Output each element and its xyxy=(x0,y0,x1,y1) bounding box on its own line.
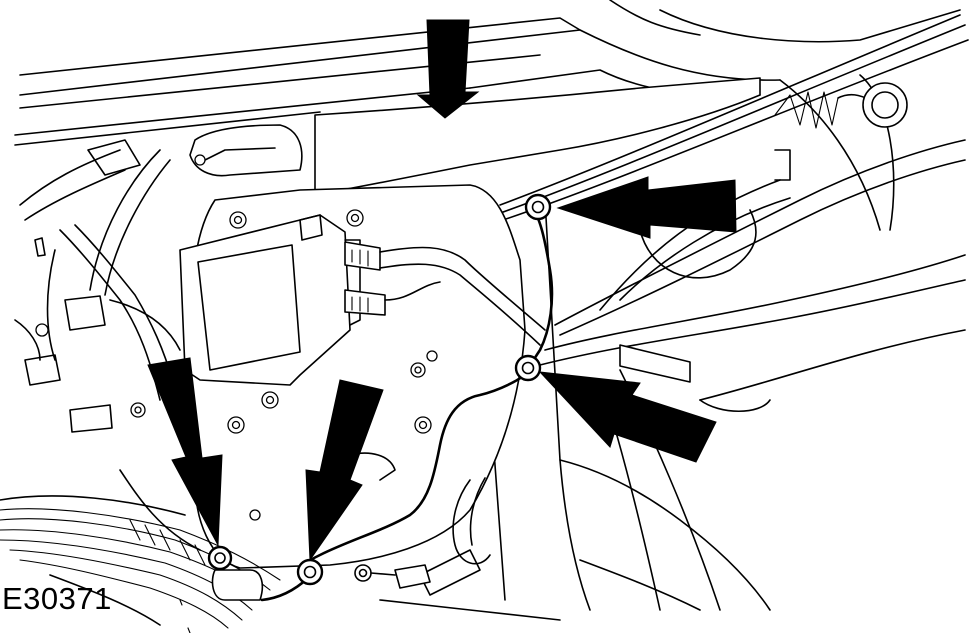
arrow-top-down xyxy=(416,19,480,119)
lower-right-structure xyxy=(349,452,771,621)
bracket-right xyxy=(639,149,791,413)
stray-marks xyxy=(179,599,191,633)
ring-terminal xyxy=(354,564,431,589)
ground-nut-middle-right xyxy=(514,354,542,382)
arrow-right-upper xyxy=(556,176,737,239)
ground-nut-upper-right xyxy=(524,193,552,221)
arrow-right-lower xyxy=(538,371,717,463)
control-module xyxy=(179,214,361,386)
connector-right xyxy=(619,344,691,383)
left-bracket xyxy=(189,124,303,177)
grommet-right xyxy=(862,82,908,128)
harness-clip xyxy=(211,569,264,601)
ground-nut-bottom-center xyxy=(296,558,324,586)
arrow-bottom-center xyxy=(305,379,384,562)
figure-label: E30371 xyxy=(2,581,112,616)
plate-bolts xyxy=(227,209,438,521)
module-harness xyxy=(379,246,546,346)
left-harness xyxy=(14,149,181,418)
ground-nut-bottom-left xyxy=(207,545,233,571)
left-connector xyxy=(24,139,141,433)
arrow-bottom-left xyxy=(147,357,223,547)
module-connector xyxy=(344,241,386,316)
